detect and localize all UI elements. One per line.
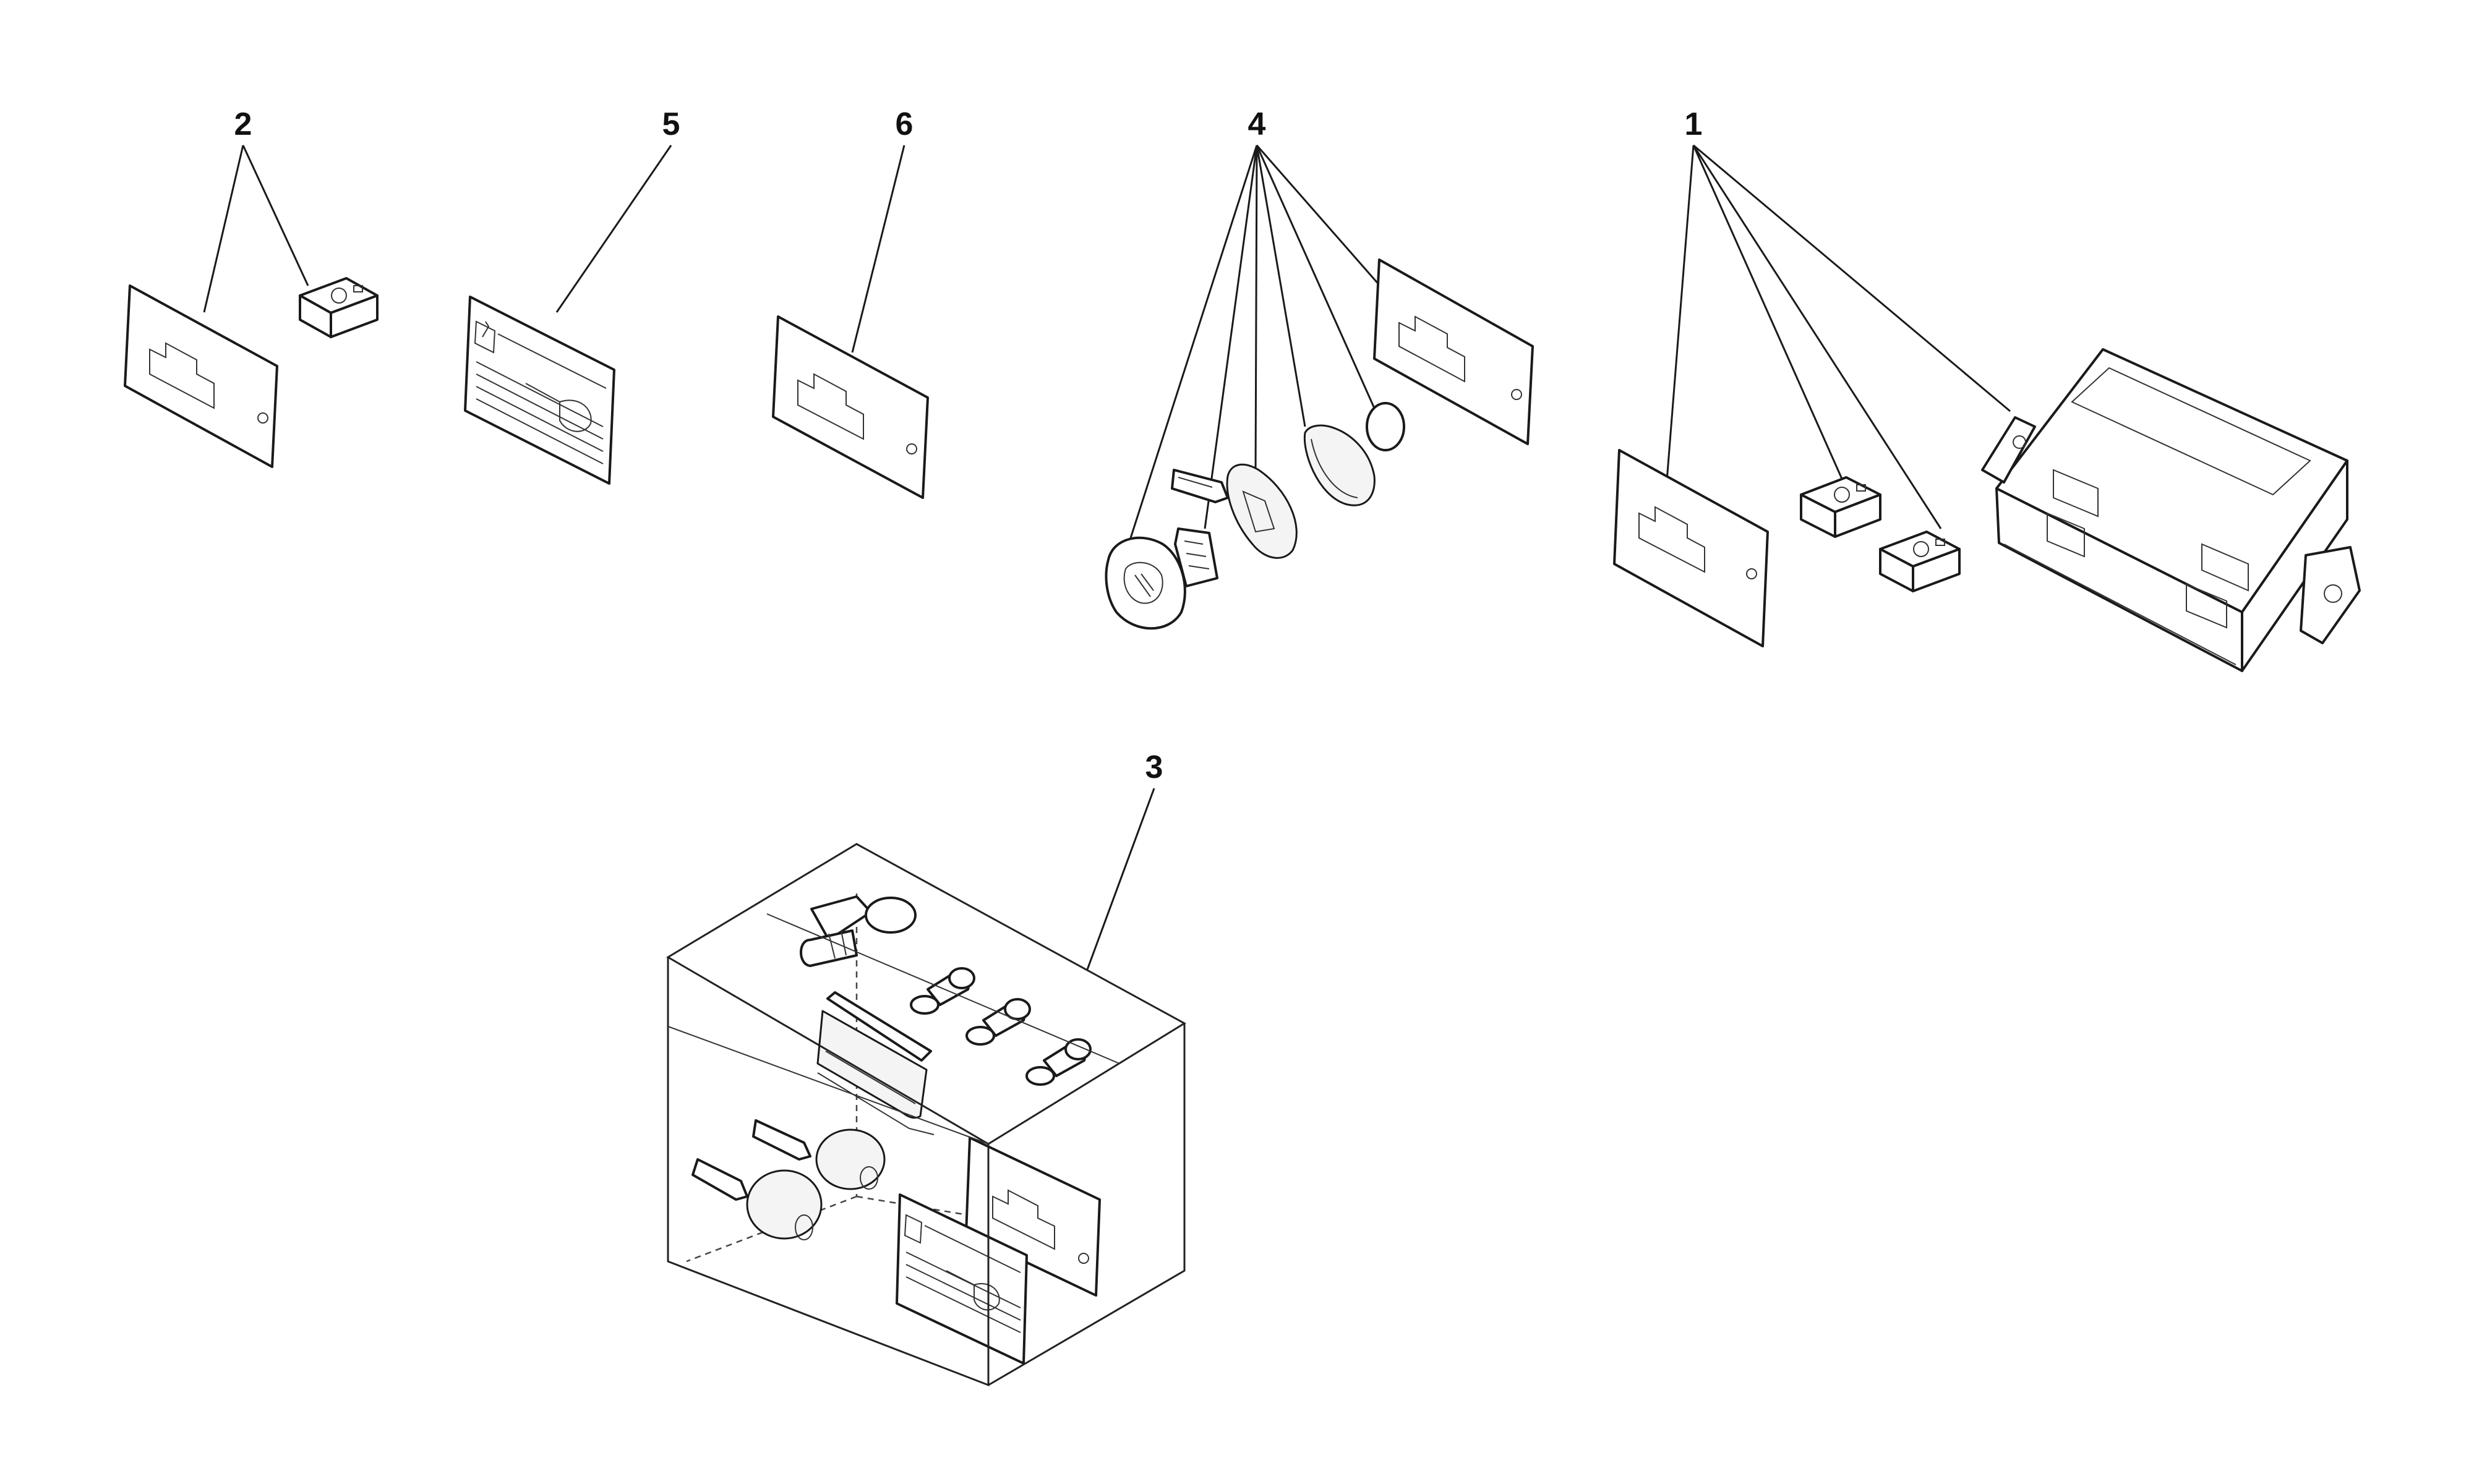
owner-card-3[interactable] <box>896 1193 1028 1365</box>
door-lock-cylinder-3c[interactable] <box>1025 1038 1092 1086</box>
callout-6[interactable]: 6 <box>896 106 914 142</box>
door-handle-3[interactable] <box>816 991 935 1135</box>
transponder-chip-1b[interactable] <box>1879 531 1961 592</box>
transponder-chip-1a[interactable] <box>1800 476 1881 538</box>
key-3a[interactable] <box>752 1119 886 1190</box>
group-2-card-and-transponder <box>124 145 379 468</box>
code-card-4[interactable] <box>1373 258 1534 445</box>
code-card-2[interactable] <box>124 284 278 468</box>
group-4-keys-and-remotes <box>1105 145 1534 630</box>
group-6-code-card <box>772 145 929 499</box>
callout-5[interactable]: 5 <box>662 106 680 142</box>
circuit-chip-4[interactable] <box>1174 527 1218 587</box>
leader-lines-4 <box>1129 145 1385 539</box>
leader-line-6 <box>851 145 905 353</box>
callout-1[interactable]: 1 <box>1685 106 1703 142</box>
leader-lines-2 <box>203 145 309 313</box>
door-lock-cylinder-3b[interactable] <box>965 998 1031 1046</box>
group-3-lock-set-kit <box>666 788 1186 1387</box>
leader-line-5 <box>555 145 672 313</box>
code-card-3[interactable] <box>965 1136 1101 1297</box>
remote-shell-4[interactable] <box>1303 424 1376 506</box>
group-1-control-unit-kit <box>1613 144 2361 672</box>
ignition-lock-3[interactable] <box>800 895 917 967</box>
key-3b[interactable] <box>691 1158 823 1240</box>
code-card-6[interactable] <box>772 315 929 499</box>
key-4[interactable] <box>1171 463 1298 559</box>
door-lock-cylinder-3a[interactable] <box>910 967 975 1015</box>
leader-lines-1 <box>1663 144 2011 529</box>
transponder-chip-2[interactable] <box>299 277 379 338</box>
o-ring-4[interactable] <box>1366 402 1405 451</box>
leader-line-3 <box>1086 788 1155 970</box>
group-5-owner-card <box>464 145 672 485</box>
kit-box-outline <box>666 843 1186 1387</box>
callout-2[interactable]: 2 <box>234 106 252 142</box>
owner-card-5[interactable] <box>464 296 615 485</box>
remote-fob-4[interactable] <box>1105 536 1186 630</box>
control-unit-1[interactable] <box>1981 348 2361 672</box>
code-card-1[interactable] <box>1613 449 1769 647</box>
callout-4[interactable]: 4 <box>1248 106 1266 142</box>
callout-3[interactable]: 3 <box>1145 749 1163 785</box>
